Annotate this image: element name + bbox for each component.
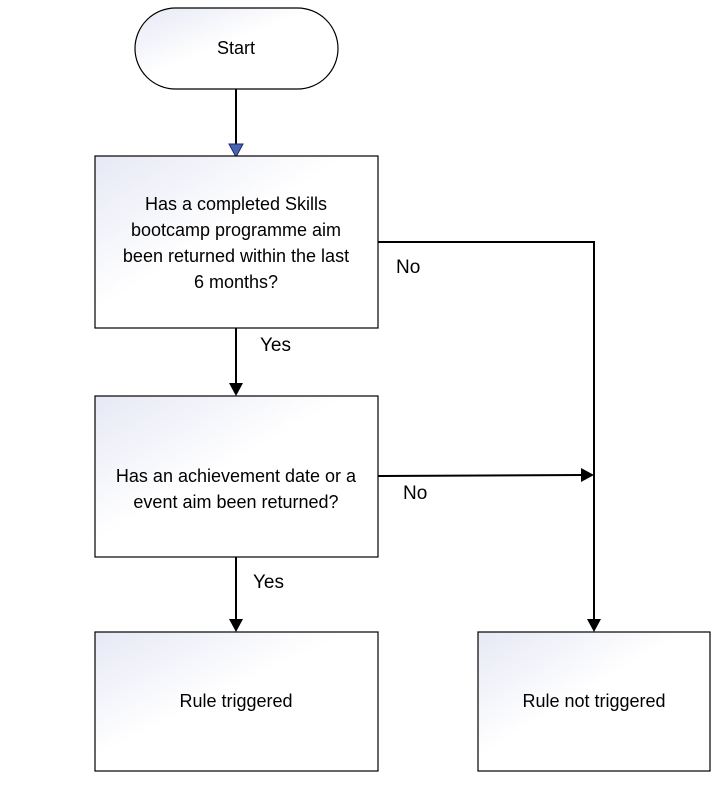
connector-q2-no [377,474,584,477]
q1-line-1: Has a completed Skills [145,194,327,214]
arrowhead-q1-yes [229,383,243,396]
triggered-label: Rule triggered [179,691,292,711]
arrowhead-q2-no [581,468,594,482]
q1-line-2: bootcamp programme aim [131,220,341,240]
q2-line-2: event aim been returned? [133,492,338,512]
not-triggered-label: Rule not triggered [522,691,665,711]
label-q1-yes: Yes [260,335,291,356]
arrowhead-to-not-triggered [587,619,601,632]
arrowhead-start-to-q1 [228,143,244,159]
start-label: Start [217,38,255,58]
decision-skills-bootcamp: Has a completed Skills bootcamp programm… [94,155,379,329]
result-rule-triggered: Rule triggered [94,631,379,772]
q1-line-3: been returned within the last [123,246,349,266]
q2-line-1: Has an achievement date or a [116,466,357,486]
start-node: Start [134,7,339,90]
label-q2-no: No [403,483,427,504]
decision-achievement-date: Has an achievement date or a event aim b… [94,395,379,558]
label-q2-yes: Yes [253,572,284,593]
q1-line-4: 6 months? [194,272,278,292]
connectors [235,89,595,620]
result-rule-not-triggered: Rule not triggered [477,631,711,772]
arrowhead-q2-yes [229,619,243,632]
connector-q1-no [378,241,595,620]
label-q1-no: No [396,257,420,278]
